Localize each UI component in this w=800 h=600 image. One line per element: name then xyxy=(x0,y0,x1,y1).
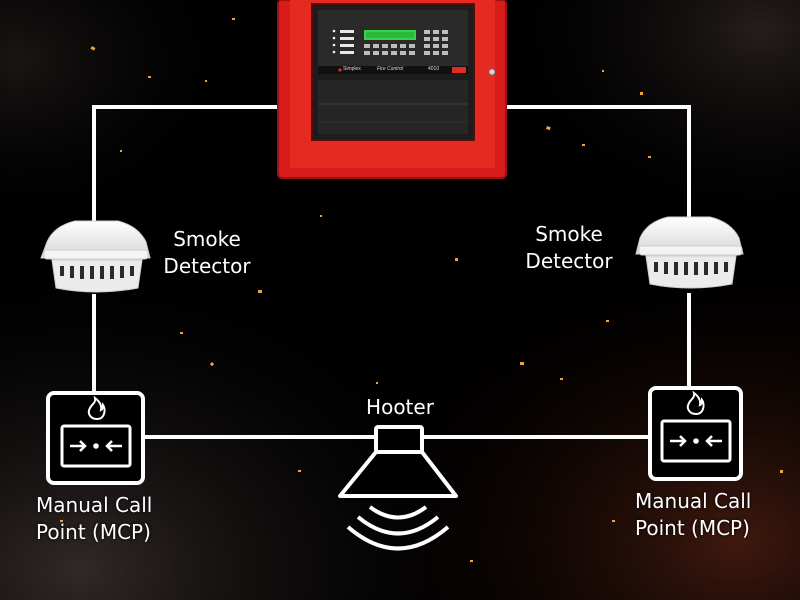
flame-icon xyxy=(87,395,106,421)
mcp-right-label: Manual Call Point (MCP) xyxy=(635,488,751,542)
wiring xyxy=(92,105,691,439)
smoke-detector-right-line1: Smoke xyxy=(535,222,603,246)
manual-call-point-icon xyxy=(648,386,743,481)
mcp-left-line1: Manual Call xyxy=(36,493,153,517)
flame-icon xyxy=(686,390,705,416)
panel-brand: Simplex xyxy=(343,66,361,72)
panel-caption: Fire Control xyxy=(377,66,404,72)
mcp-left-label: Manual Call Point (MCP) xyxy=(36,492,152,546)
smoke-detector-left-label: Smoke Detector xyxy=(152,226,262,280)
panel-model: 4010 xyxy=(428,66,440,72)
fire-alarm-panel-icon xyxy=(277,0,507,179)
smoke-detector-right-label: Smoke Detector xyxy=(514,221,624,275)
hooter-label: Hooter xyxy=(366,395,434,419)
smoke-detector-icon xyxy=(635,216,744,289)
smoke-detector-icon xyxy=(40,220,151,293)
mcp-right-line2: Point (MCP) xyxy=(635,516,750,540)
smoke-detector-left-line2: Detector xyxy=(163,254,251,278)
embers xyxy=(60,18,783,562)
hooter-icon xyxy=(338,425,458,551)
mcp-left-line2: Point (MCP) xyxy=(36,520,151,544)
manual-call-point-icon xyxy=(46,391,145,485)
smoke-detector-right-line2: Detector xyxy=(525,249,613,273)
wire-left xyxy=(92,105,280,221)
mcp-right-line1: Manual Call xyxy=(635,489,752,513)
wire-right xyxy=(504,105,691,219)
smoke-detector-left-line1: Smoke xyxy=(173,227,241,251)
